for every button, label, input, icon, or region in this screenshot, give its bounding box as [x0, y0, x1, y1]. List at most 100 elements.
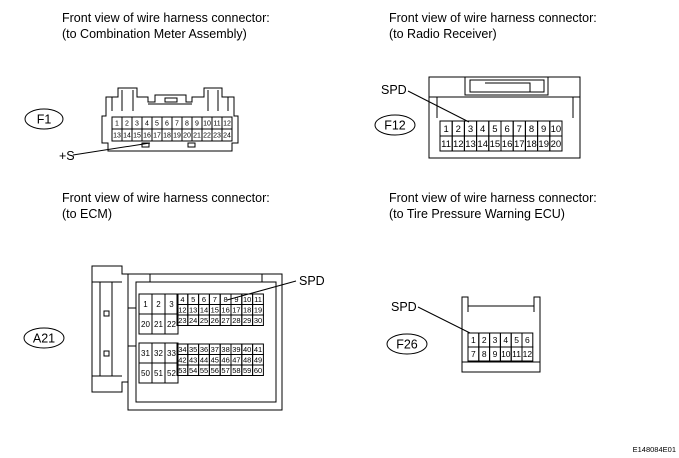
pin-number: 6	[525, 335, 530, 345]
pin-cell	[164, 362, 179, 384]
pin-number: 45	[211, 355, 219, 364]
caption-a21-line1: Front view of wire harness connector:	[62, 191, 270, 205]
f1-pin-leader-line	[72, 142, 151, 156]
pin-number: 17	[232, 305, 240, 314]
connector-a21-code-ellipse	[23, 327, 65, 349]
pin-number: 14	[123, 133, 131, 140]
caption-f1-line1: Front view of wire harness connector:	[62, 11, 270, 25]
figure-id: E148084E01	[633, 445, 676, 454]
pin-number: 15	[490, 139, 501, 150]
pin-number: 12	[223, 121, 231, 128]
pin-number: 38	[221, 345, 229, 354]
pin-number: 12	[453, 139, 464, 150]
pin-number: 11	[213, 121, 220, 128]
pin-number: 2	[482, 335, 487, 345]
pin-number: 28	[232, 316, 240, 325]
pin-number: 6	[165, 121, 169, 128]
pin-number: 20	[183, 133, 191, 140]
f12-pin-leader-line	[407, 90, 470, 123]
pin-number: 47	[232, 355, 240, 364]
pin-number: 35	[189, 345, 197, 354]
pin-cell	[252, 314, 264, 326]
pin-number: 34	[178, 345, 186, 354]
pin-number: 3	[135, 121, 139, 128]
pin-number: 14	[200, 305, 208, 314]
a21-pin-label: SPD	[299, 274, 325, 288]
pin-number: 17	[153, 133, 161, 140]
pin-number: 25	[200, 316, 208, 325]
connector-f1-code-ellipse	[24, 108, 64, 130]
pin-number: 23	[178, 316, 186, 325]
pin-number: 16	[221, 305, 229, 314]
pin-number: 20	[551, 139, 562, 150]
pin-number: 1	[143, 300, 148, 309]
caption-f26-line2: (to Tire Pressure Warning ECU)	[389, 207, 565, 221]
pin-number: 26	[211, 316, 219, 325]
pin-cell	[221, 128, 233, 142]
pin-number: 56	[211, 366, 219, 375]
f26-pin-leader-line	[417, 306, 471, 334]
pin-number: 15	[211, 305, 219, 314]
pin-number: 20	[141, 320, 150, 329]
f12-pin-label: SPD	[381, 83, 407, 97]
pin-number: 18	[526, 139, 537, 150]
pin-number: 3	[468, 124, 473, 135]
pin-number: 7	[517, 124, 522, 135]
pin-number: 46	[221, 355, 229, 364]
pin-number: 21	[154, 320, 163, 329]
connector-f12-housing	[428, 76, 581, 159]
pin-number: 40	[243, 345, 251, 354]
pin-number: 30	[254, 316, 262, 325]
pin-number: 10	[551, 124, 562, 135]
pin-number: 52	[167, 369, 176, 378]
pin-number: 4	[145, 121, 149, 128]
pin-number: 23	[213, 133, 221, 140]
connector-f12-code: F12	[384, 119, 406, 133]
pin-number: 37	[211, 345, 219, 354]
pin-number: 19	[538, 139, 549, 150]
pin-number: 9	[234, 295, 238, 304]
pin-number: 9	[493, 349, 498, 359]
pin-number: 1	[471, 335, 476, 345]
pin-number: 49	[254, 355, 262, 364]
pin-number: 44	[200, 355, 208, 364]
connector-f1-code: F1	[37, 113, 52, 127]
pin-number: 8	[224, 295, 228, 304]
pin-number: 17	[514, 139, 525, 150]
pin-number: 21	[193, 133, 201, 140]
pin-number: 27	[221, 316, 229, 325]
f1-pin-label: +S	[59, 149, 75, 163]
pin-number: 12	[523, 349, 533, 359]
pin-number: 51	[154, 369, 163, 378]
pin-number: 7	[471, 349, 476, 359]
pin-number: 4	[480, 124, 485, 135]
connector-f26-housing	[461, 296, 541, 373]
pin-number: 54	[189, 366, 197, 375]
pin-number: 2	[125, 121, 129, 128]
connector-f26-code-ellipse	[386, 333, 428, 355]
pin-number: 22	[167, 320, 176, 329]
pin-number: 14	[477, 139, 488, 150]
pin-number: 36	[200, 345, 208, 354]
connector-a21-code: A21	[33, 332, 55, 346]
caption-f1: Front view of wire harness connector: (t…	[62, 10, 270, 42]
pin-number: 9	[541, 124, 546, 135]
pin-number: 18	[163, 133, 171, 140]
pin-number: 39	[232, 345, 240, 354]
pin-number: 8	[529, 124, 534, 135]
caption-a21-line2: (to ECM)	[62, 207, 112, 221]
pin-number: 6	[202, 295, 206, 304]
caption-f12: Front view of wire harness connector: (t…	[389, 10, 597, 42]
pin-number: 15	[133, 133, 141, 140]
pin-number: 5	[191, 295, 195, 304]
pin-number: 41	[254, 345, 262, 354]
caption-f12-line2: (to Radio Receiver)	[389, 27, 497, 41]
pin-number: 55	[200, 366, 208, 375]
pin-number: 3	[493, 335, 498, 345]
pin-number: 19	[173, 133, 181, 140]
pin-number: 7	[213, 295, 217, 304]
caption-a21: Front view of wire harness connector: (t…	[62, 190, 270, 222]
pin-number: 53	[178, 366, 186, 375]
